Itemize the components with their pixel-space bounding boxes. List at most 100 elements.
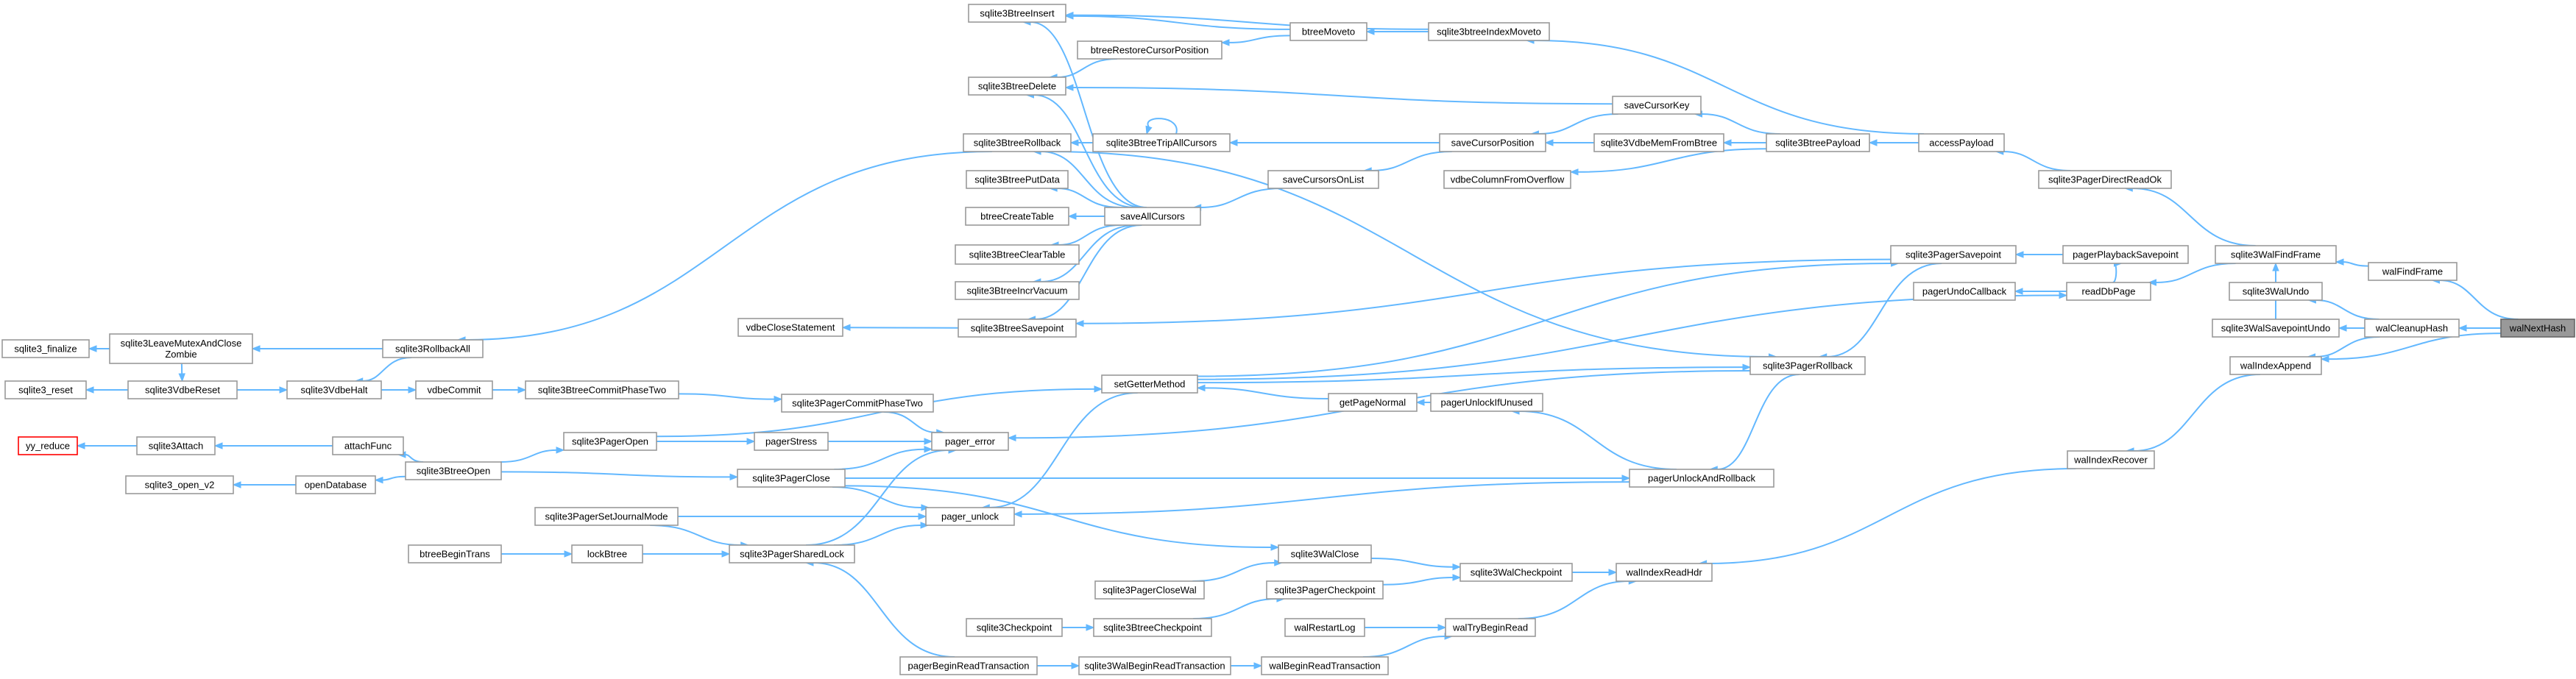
node-reset[interactable]: sqlite3_reset bbox=[4, 380, 87, 399]
node-directread[interactable]: sqlite3PagerDirectReadOk bbox=[2038, 170, 2172, 189]
node-checkpoint[interactable]: sqlite3Checkpoint bbox=[966, 618, 1063, 637]
node-commit[interactable]: vdbeCommit bbox=[415, 380, 493, 399]
edge-line bbox=[1057, 58, 1117, 78]
node-tripall[interactable]: sqlite3BtreeTripAllCursors bbox=[1092, 133, 1231, 152]
node-idxrecover[interactable]: walIndexRecover bbox=[2067, 450, 2155, 469]
node-finalize[interactable]: sqlite3_finalize bbox=[1, 339, 90, 358]
node-readdb[interactable]: readDbPage bbox=[2066, 282, 2151, 301]
arrowhead bbox=[2014, 251, 2024, 258]
node-pagersp[interactable]: sqlite3PagerSavepoint bbox=[1890, 245, 2017, 264]
node-nexthash[interactable]: walNextHash bbox=[2500, 319, 2575, 338]
node-label: saveCursorKey bbox=[1624, 100, 1690, 111]
node-getnormal[interactable]: getPageNormal bbox=[1328, 393, 1418, 412]
edge-line bbox=[500, 471, 731, 478]
node-overflow[interactable]: vdbeColumnFromOverflow bbox=[1443, 170, 1571, 189]
node-createtable[interactable]: btreeCreateTable bbox=[965, 207, 1069, 226]
node-label: sqlite3LeaveMutexAndClose bbox=[121, 338, 242, 349]
node-box bbox=[1289, 22, 1367, 41]
node-insert[interactable]: sqlite3BtreeInsert bbox=[968, 4, 1066, 23]
arrowhead bbox=[1722, 139, 1732, 146]
node-label: walBeginReadTransaction bbox=[1268, 661, 1380, 672]
node-sharedlock[interactable]: sqlite3PagerSharedLock bbox=[729, 544, 855, 564]
node-pagerunlock[interactable]: pager_unlock bbox=[925, 507, 1015, 526]
edge-attach-to-yyreduce bbox=[76, 442, 137, 449]
node-closestmt[interactable]: vdbeCloseStatement bbox=[737, 318, 843, 337]
node-setjournal[interactable]: sqlite3PagerSetJournalMode bbox=[534, 507, 679, 526]
node-unlockrollback[interactable]: pagerUnlockAndRollback bbox=[1629, 469, 1774, 488]
node-walbeginread[interactable]: sqlite3WalBeginReadTransaction bbox=[1078, 656, 1231, 675]
node-rollall[interactable]: sqlite3RollbackAll bbox=[382, 339, 484, 358]
node-cleartable[interactable]: sqlite3BtreeClearTable bbox=[955, 244, 1080, 265]
node-restartlog[interactable]: walRestartLog bbox=[1284, 618, 1365, 637]
node-pagerphasetwo[interactable]: sqlite3PagerCommitPhaseTwo bbox=[781, 394, 934, 413]
node-box bbox=[1629, 469, 1774, 488]
node-onlist[interactable]: saveCursorsOnList bbox=[1267, 170, 1379, 189]
node-savepos[interactable]: saveCursorPosition bbox=[1439, 133, 1546, 152]
node-label: walIndexAppend bbox=[2240, 360, 2311, 372]
node-attach[interactable]: sqlite3Attach bbox=[136, 436, 216, 455]
node-box bbox=[405, 461, 502, 480]
node-opendb[interactable]: openDatabase bbox=[295, 475, 376, 494]
node-readhdr[interactable]: walIndexReadHdr bbox=[1616, 563, 1713, 582]
node-btcheckpoint[interactable]: sqlite3BtreeCheckpoint bbox=[1093, 618, 1212, 637]
arrowhead bbox=[1220, 39, 1230, 46]
node-lockbtree[interactable]: lockBtree bbox=[571, 544, 643, 564]
node-label: sqlite3BtreeCommitPhaseTwo bbox=[538, 385, 666, 396]
node-pageropen[interactable]: sqlite3PagerOpen bbox=[563, 432, 657, 451]
node-box bbox=[1278, 544, 1372, 564]
node-btopen[interactable]: sqlite3BtreeOpen bbox=[405, 461, 502, 480]
node-yyreduce[interactable]: yy_reduce bbox=[18, 436, 78, 455]
edge-pagerclose-to-pagerunlock bbox=[832, 486, 930, 511]
node-box bbox=[1077, 40, 1222, 60]
node-rollback[interactable]: sqlite3BtreeRollback bbox=[963, 133, 1072, 152]
node-box bbox=[382, 339, 484, 358]
node-pagererror[interactable]: pager_error bbox=[931, 432, 1009, 451]
edge-line bbox=[2343, 261, 2369, 267]
node-halt[interactable]: sqlite3VdbeHalt bbox=[286, 380, 382, 399]
node-phasetwo[interactable]: sqlite3BtreeCommitPhaseTwo bbox=[525, 380, 679, 399]
node-vdbereset[interactable]: sqlite3VdbeReset bbox=[127, 380, 238, 399]
node-walcheckpoint[interactable]: sqlite3WalCheckpoint bbox=[1459, 563, 1573, 582]
node-seterr[interactable]: setGetterMethod bbox=[1101, 374, 1198, 394]
edge-leavemutex-to-finalize bbox=[88, 345, 110, 352]
node-access[interactable]: accessPayload bbox=[1918, 133, 2005, 152]
node-idxmoveto[interactable]: sqlite3btreeIndexMoveto bbox=[1428, 22, 1550, 41]
node-pagerstress[interactable]: pagerStress bbox=[754, 432, 829, 451]
node-findframe[interactable]: sqlite3WalFindFrame bbox=[2215, 245, 2337, 264]
node-playsp[interactable]: pagerPlaybackSavepoint bbox=[2062, 245, 2189, 264]
node-pagerbeginread[interactable]: pagerBeginReadTransaction bbox=[899, 656, 1038, 675]
edge-readdb-to-undocb bbox=[2014, 288, 2067, 295]
node-restore[interactable]: btreeRestoreCursorPosition bbox=[1077, 40, 1222, 60]
node-begintrans[interactable]: btreeBeginTrans bbox=[408, 544, 502, 564]
node-walspundo[interactable]: sqlite3WalSavepointUndo bbox=[2212, 319, 2340, 338]
node-pagercheckpoint[interactable]: sqlite3PagerCheckpoint bbox=[1266, 580, 1384, 600]
node-trybegin[interactable]: walTryBeginRead bbox=[1445, 618, 1536, 637]
node-pagerrollback[interactable]: sqlite3PagerRollback bbox=[1749, 356, 1866, 375]
node-wbeginread[interactable]: walBeginReadTransaction bbox=[1261, 656, 1389, 675]
node-cleanup[interactable]: walCleanupHash bbox=[2364, 319, 2460, 338]
node-idxappend[interactable]: walIndexAppend bbox=[2229, 356, 2322, 375]
node-pagerclose[interactable]: sqlite3PagerClose bbox=[737, 469, 846, 488]
node-walclose[interactable]: sqlite3WalClose bbox=[1278, 544, 1372, 564]
node-closewal[interactable]: sqlite3PagerCloseWal bbox=[1094, 580, 1205, 600]
arrowhead bbox=[1544, 139, 1554, 146]
node-btsp[interactable]: sqlite3BtreeSavepoint bbox=[958, 319, 1077, 338]
node-payload[interactable]: sqlite3BtreePayload bbox=[1766, 133, 1870, 152]
node-moveto[interactable]: btreeMoveto bbox=[1289, 22, 1367, 41]
edge-line bbox=[650, 525, 741, 546]
node-delete[interactable]: sqlite3BtreeDelete bbox=[968, 77, 1066, 96]
node-label: sqlite3PagerOpen bbox=[572, 436, 648, 447]
node-box bbox=[571, 544, 643, 564]
node-memfrom[interactable]: sqlite3VdbeMemFromBtree bbox=[1593, 133, 1724, 152]
node-saveall[interactable]: saveAllCursors bbox=[1104, 207, 1201, 226]
node-openv2[interactable]: sqlite3_open_v2 bbox=[125, 475, 234, 494]
node-walfindframe[interactable]: walFindFrame bbox=[2368, 262, 2458, 281]
node-incrvac[interactable]: sqlite3BtreeIncrVacuum bbox=[955, 281, 1080, 300]
node-putdata[interactable]: sqlite3BtreePutData bbox=[966, 170, 1069, 189]
node-savekey[interactable]: saveCursorKey bbox=[1612, 96, 1702, 115]
node-walundo[interactable]: sqlite3WalUndo bbox=[2229, 282, 2323, 301]
node-undocb[interactable]: pagerUndoCallback bbox=[1913, 282, 2016, 301]
node-attachfunc[interactable]: attachFunc bbox=[332, 436, 404, 455]
node-unlockunused[interactable]: pagerUnlockIfUnused bbox=[1430, 393, 1543, 412]
